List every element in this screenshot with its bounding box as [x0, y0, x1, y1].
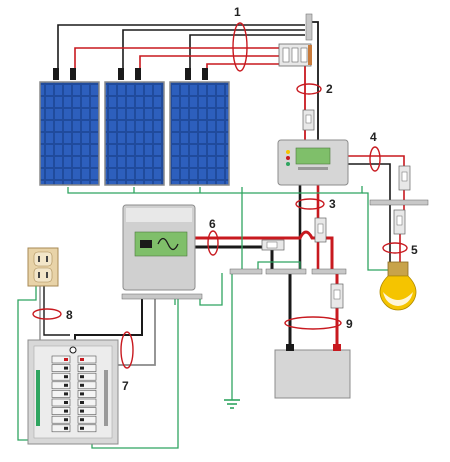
callout-4: 4	[370, 130, 377, 144]
breaker-handle	[80, 383, 84, 387]
inverter-positive-wire	[195, 230, 334, 272]
inverter-ac-terminal-bar	[121, 293, 203, 300]
negative-bus-bar	[265, 268, 307, 275]
neutral-bar	[104, 370, 108, 426]
breaker-handle	[80, 392, 84, 396]
breaker-handle	[64, 401, 68, 404]
breaker-handle	[64, 426, 68, 430]
breaker-handle	[80, 366, 84, 370]
callout-ring	[232, 22, 248, 72]
main-lug	[69, 346, 77, 354]
ac-neutral-wire	[110, 298, 156, 366]
battery-symbol-icon	[140, 240, 152, 248]
callout-ring	[296, 83, 322, 95]
breaker-icon	[77, 407, 97, 415]
breaker-icon	[51, 424, 71, 433]
inverter-negative-wire	[195, 245, 274, 272]
breaker-icon	[51, 415, 71, 424]
ac-load-center	[27, 339, 119, 445]
pv-positive-wires	[74, 47, 280, 72]
breaker-slots	[51, 355, 97, 433]
breaker-icon	[77, 355, 97, 364]
positive-bus-bar	[311, 268, 347, 275]
ground-wires	[17, 186, 392, 449]
battery-icon	[274, 349, 351, 399]
callout-8: 8	[66, 308, 73, 322]
breaker-icon	[51, 390, 71, 398]
breaker-icon	[51, 407, 71, 415]
callout-6: 6	[209, 217, 216, 231]
breaker-handle	[80, 418, 84, 422]
breaker-icon	[51, 364, 71, 372]
sine-wave-icon	[157, 237, 179, 251]
breaker-icon	[278, 43, 312, 67]
load-negative-wire	[345, 163, 391, 272]
ground-bar	[36, 370, 40, 426]
breaker-icon	[77, 398, 97, 407]
breaker-handle	[80, 426, 84, 430]
pv-disconnect-breaker	[302, 109, 315, 131]
breaker-handle	[64, 375, 68, 379]
dc-load-lamp	[379, 261, 417, 311]
breaker-icon	[51, 355, 71, 364]
breaker-icon	[77, 381, 97, 390]
battery-negative-terminal	[286, 344, 294, 351]
breaker-handle	[64, 358, 68, 361]
breaker-handle	[80, 401, 84, 404]
solar-panel-icon	[104, 68, 165, 186]
load-breaker	[398, 165, 411, 191]
breaker-icon	[77, 424, 97, 433]
breaker-icon	[77, 364, 97, 372]
callout-ring	[207, 230, 219, 256]
breaker-handle	[80, 358, 84, 361]
breaker-icon	[51, 398, 71, 407]
callout-9: 9	[346, 317, 353, 331]
inverter	[122, 204, 196, 291]
battery-positive-terminal	[333, 344, 341, 351]
callout-ring	[295, 198, 325, 210]
callout-ring	[369, 146, 381, 172]
breaker-icon	[51, 372, 71, 381]
breaker-handle	[64, 366, 68, 370]
callout-ring	[32, 308, 62, 320]
callout-3: 3	[329, 197, 336, 211]
load-breaker	[393, 209, 406, 235]
callout-2: 2	[326, 82, 333, 96]
breaker-icon	[51, 381, 71, 390]
callout-ring	[284, 316, 342, 330]
solar-panel-icon	[39, 68, 100, 186]
pv-combiner-box	[278, 13, 315, 131]
callout-7: 7	[122, 379, 129, 393]
negative-bus-bar	[305, 13, 313, 41]
ground-bus-bar	[229, 268, 263, 275]
battery-bank	[274, 344, 351, 399]
solar-panel-array	[39, 68, 230, 186]
inverter-disconnect	[261, 239, 285, 251]
outlet-hot-wire	[43, 285, 70, 336]
callout-ring	[382, 242, 408, 254]
breaker-handle	[64, 409, 68, 413]
callouts: 1 2 3 4 5 6 7 8 9	[32, 5, 418, 393]
breaker-handle	[64, 383, 68, 387]
solar-panel-icon	[169, 68, 230, 186]
charge-controller	[277, 139, 349, 186]
ground-symbol-icon	[224, 399, 240, 409]
breaker-handle	[80, 375, 84, 379]
breaker-icon	[77, 415, 97, 424]
ac-outlet	[27, 247, 59, 287]
breaker-handle	[64, 392, 68, 396]
breaker-icon	[77, 372, 97, 381]
battery-fuse	[314, 217, 327, 243]
breaker-handle	[80, 409, 84, 413]
breaker-icon	[77, 390, 97, 398]
battery-breaker	[330, 283, 344, 309]
breaker-handle	[64, 418, 68, 422]
callout-5: 5	[411, 243, 418, 257]
callout-ring	[120, 331, 134, 369]
load-terminal-bar	[369, 199, 429, 206]
pv-negative-to-controller	[312, 21, 319, 140]
controller-lcd	[295, 147, 331, 165]
callout-1: 1	[234, 5, 241, 19]
